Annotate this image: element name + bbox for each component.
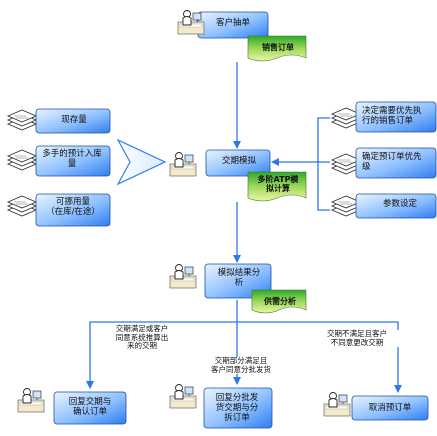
bracket-right-inputs	[317, 117, 330, 211]
outcome-split-label: 回复分批发 货交期与分 拆订单	[215, 393, 259, 423]
outcome-confirm-label: 回复交期与 确认订单	[68, 397, 112, 417]
node-analysis-label: 模拟结果分 析	[217, 268, 261, 288]
person-icon-6	[323, 392, 351, 417]
right-input-2-label: 确定预订单优先 级	[362, 152, 422, 172]
left-input-box-2	[35, 145, 111, 177]
right-input-1-label: 决定需要优先执 行的销售订单	[362, 106, 422, 126]
person-icon-2	[169, 152, 197, 177]
right-input-box-1	[355, 101, 437, 133]
condition-middle-text: 交期部分满足且 客户同意分批发货	[196, 356, 286, 375]
left-input-1-label: 现存量	[61, 115, 87, 125]
doc-supply-demand	[251, 289, 307, 314]
person-icon-4	[17, 388, 45, 413]
right-input-box-3	[355, 193, 437, 219]
left-input-box-1	[35, 108, 111, 134]
doc-sales-order-label: 销售订单	[262, 43, 294, 52]
left-input-2-label: 多手的预计入库 量	[42, 149, 102, 169]
chevron-arrow-icon	[116, 138, 167, 186]
outcome-split	[203, 387, 273, 429]
stack-icon-left-1	[7, 109, 37, 131]
left-input-3-label: 可挪用量 （在库/在途）	[46, 197, 100, 217]
doc-sales-order	[247, 35, 307, 62]
outcome-cancel	[351, 395, 429, 421]
person-icon-5	[169, 384, 197, 409]
right-input-box-2	[355, 147, 437, 179]
person-icon-3	[169, 264, 197, 289]
right-input-3-label: 参数设定	[382, 199, 417, 209]
connectors	[86, 62, 402, 393]
node-analysis	[204, 263, 272, 299]
node-simulation-label: 交期模拟	[221, 156, 256, 166]
input-chevron	[116, 138, 167, 186]
doc-atp-label: 多阶ATP模 拟计算	[257, 175, 299, 194]
doc-supply-demand-label: 供需分析	[264, 297, 296, 306]
document-shapes	[247, 35, 307, 314]
condition-left-text: 交期满足或客户 同意系统推算出 来的交期	[103, 324, 181, 351]
left-input-icons	[7, 109, 37, 217]
stack-icon-left-3	[7, 195, 37, 217]
node-simulation	[205, 149, 271, 177]
outcome-cancel-label: 取消预订单	[368, 403, 412, 413]
node-customer-order-label: 客户抽单	[215, 18, 250, 28]
left-input-box-3	[35, 193, 111, 227]
stack-icon-left-2	[7, 149, 37, 171]
person-icon-1	[177, 10, 205, 35]
outcome-confirm	[53, 391, 127, 425]
arrow-analysis-to-confirm	[86, 321, 237, 389]
arrow-analysis-to-cancel	[237, 321, 402, 393]
condition-right-text: 交期不满足且客户 不同意更改交期	[314, 329, 400, 348]
doc-atp	[247, 171, 307, 202]
process-boxes	[35, 11, 437, 429]
